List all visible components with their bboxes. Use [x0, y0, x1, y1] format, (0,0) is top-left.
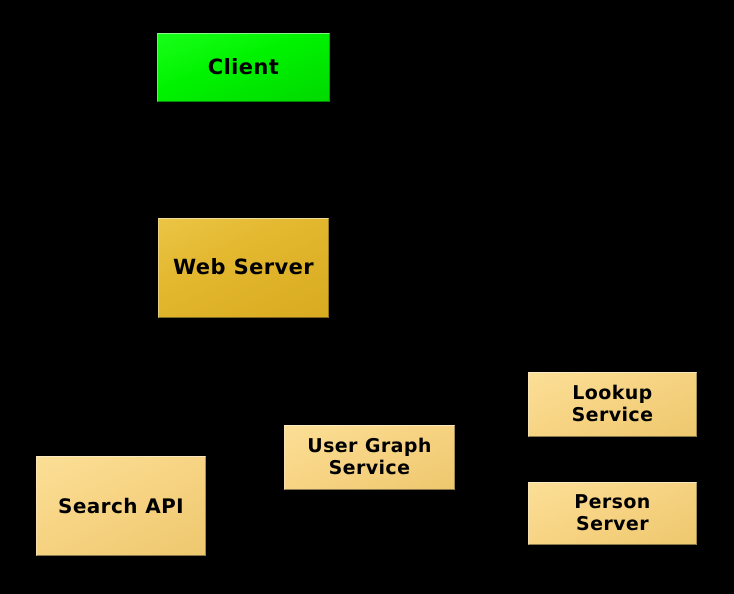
diagram-node-person-server[interactable]: Person Server	[528, 482, 697, 545]
diagram-node-web-server[interactable]: Web Server	[158, 218, 329, 318]
node-label-person-server: Person Server	[574, 491, 651, 535]
diagram-node-search-api[interactable]: Search API	[36, 456, 206, 556]
diagram-node-lookup-service[interactable]: Lookup Service	[528, 372, 697, 437]
node-label-lookup-service: Lookup Service	[571, 382, 654, 426]
node-label-user-graph-service: User Graph Service	[307, 435, 432, 479]
node-label-client: Client	[207, 54, 280, 79]
diagram-node-client[interactable]: Client	[157, 33, 330, 102]
diagram-node-user-graph-service[interactable]: User Graph Service	[284, 425, 455, 490]
node-label-search-api: Search API	[58, 493, 184, 518]
node-label-web-server: Web Server	[172, 255, 314, 280]
